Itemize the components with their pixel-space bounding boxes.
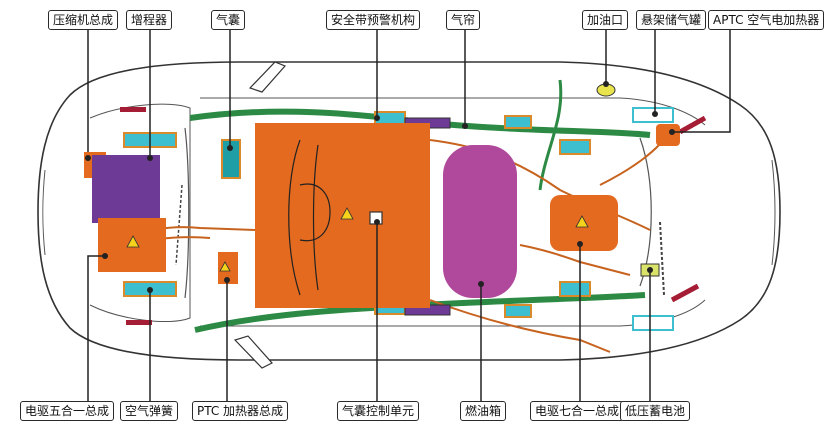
label-seatbelt-warning: 安全带预警机构 (326, 10, 421, 30)
leader-dots (85, 81, 675, 293)
rear-spring-bottom (670, 283, 700, 303)
label-ptc-heater: PTC 加热器总成 (192, 401, 289, 421)
high-voltage-warning-icon (126, 207, 589, 272)
label-fuel-tank: 燃油箱 (460, 401, 507, 421)
label-air-spring: 空气弹簧 (120, 401, 179, 421)
fuel-tank (443, 145, 517, 298)
seat-line-1 (288, 139, 301, 296)
front-spring-bottom (126, 320, 152, 325)
label-airbag: 气囊 (211, 10, 246, 30)
label-compressor: 压缩机总成 (48, 10, 119, 30)
teal-part-5 (559, 139, 591, 155)
wire-mid (429, 139, 651, 231)
mirror-bottom (233, 335, 273, 369)
range-extender (92, 155, 160, 223)
airbag-block (221, 139, 241, 179)
seat-line-2 (312, 144, 319, 291)
teal-part-6 (559, 281, 591, 297)
label-aptc-heater: APTC 空气电加热器 (708, 10, 825, 30)
front-bumper (42, 169, 46, 256)
rear-bumper (771, 159, 776, 266)
label-e-drive-five: 电驱五合一总成 (20, 401, 115, 421)
aptc-heater-unit (656, 124, 680, 146)
teal-part-10 (632, 315, 674, 331)
mirror-top (248, 61, 287, 93)
wiper-2 (659, 221, 665, 296)
seat-outline (299, 183, 331, 242)
teal-part-7 (504, 304, 532, 318)
label-lv-battery: 低压蓄电池 (620, 401, 691, 421)
label-airbag-control: 气囊控制单元 (337, 401, 420, 421)
label-air-curtain: 气帘 (446, 10, 481, 30)
label-range-extender: 增程器 (126, 10, 173, 30)
front-spring-top (120, 107, 146, 112)
windshield (184, 127, 190, 299)
label-fuel-filler: 加油口 (582, 10, 629, 30)
label-suspension-tank: 悬架储气罐 (636, 10, 707, 30)
teal-part-4 (504, 115, 532, 129)
wiper-1 (175, 184, 183, 266)
car-body-outline (37, 61, 781, 361)
leader-lines (87, 30, 731, 402)
rear-spring-top (678, 115, 707, 135)
label-e-drive-seven: 电驱七合一总成 (530, 401, 625, 421)
air-pipe (538, 79, 563, 191)
